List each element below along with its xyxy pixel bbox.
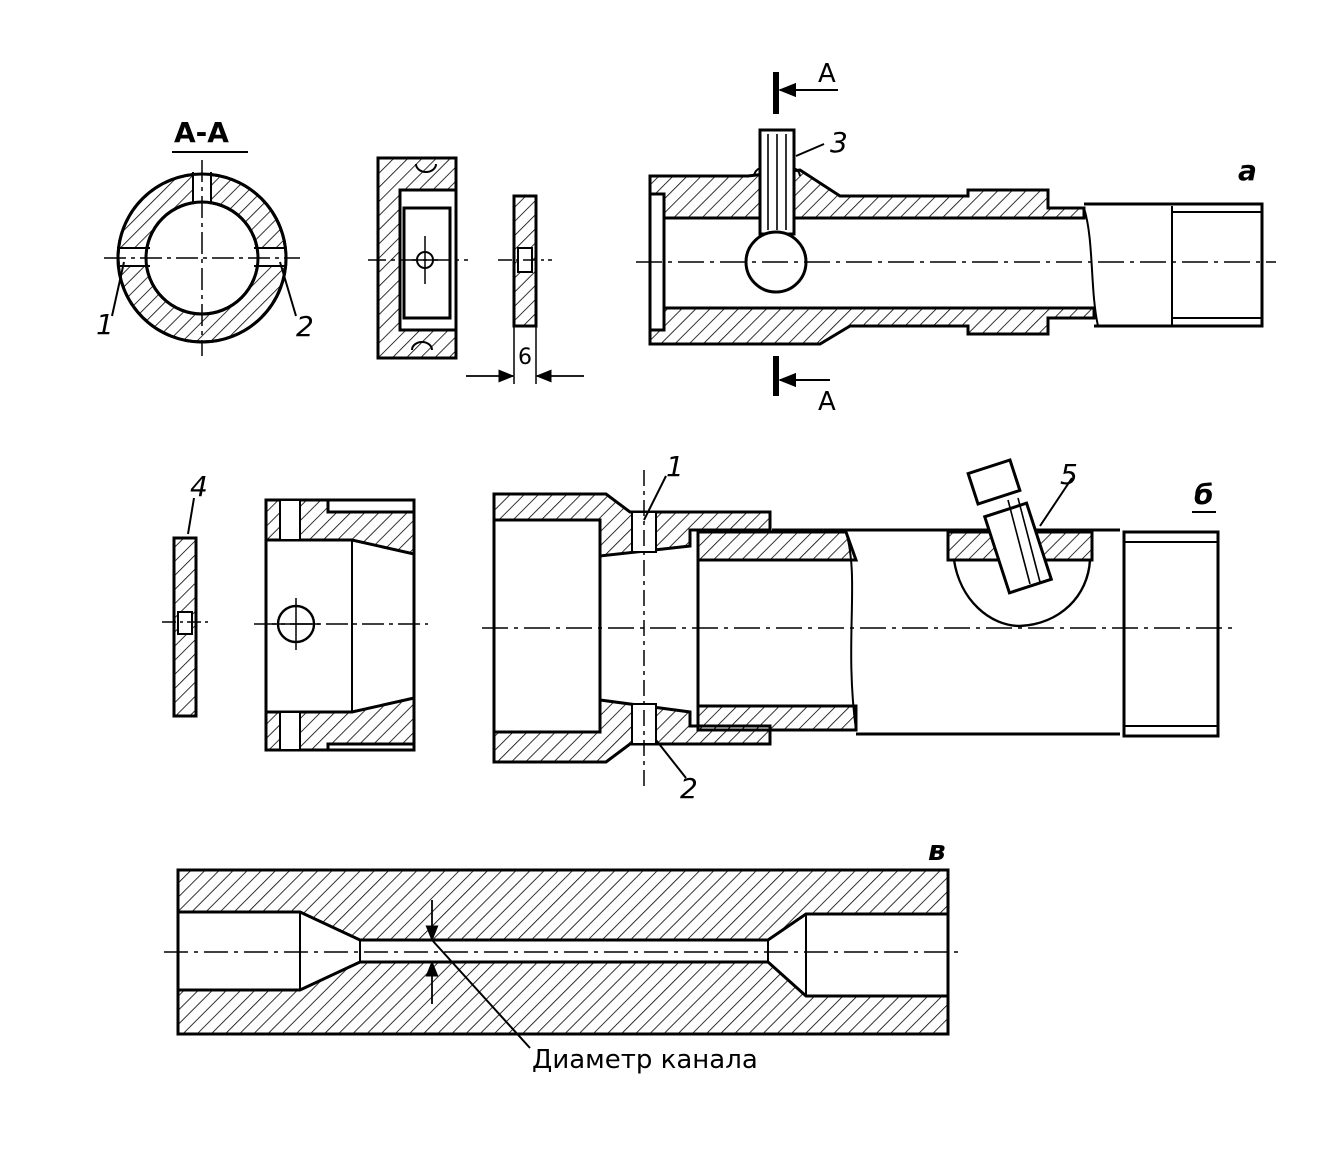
section-mark-bottom-letter: А: [818, 387, 836, 417]
view-label-a: а: [1238, 154, 1257, 187]
view-b-tube-lower: [696, 704, 858, 732]
view-a-lower-wall: [648, 306, 1096, 346]
section-a-a-view: А-А 1 2: [96, 116, 314, 356]
callout-2-assembly: 2: [680, 772, 698, 805]
view-a-upper-wall: [648, 168, 1086, 220]
nozzle-upper-wall: [176, 868, 950, 942]
callout-3: 3: [830, 126, 848, 159]
section-a-a-title: А-А: [174, 116, 229, 149]
callout-1-section: 1: [96, 308, 114, 341]
view-b-tube-upper: [696, 530, 859, 562]
taper-bushing-view: [254, 498, 428, 752]
view-v-nozzle: Диаметр канала в: [164, 834, 962, 1075]
plate-4-view: 4: [162, 470, 208, 718]
callout-2-section: 2: [296, 310, 314, 343]
cup-part-view: [368, 156, 468, 360]
plate-part-view: 6: [466, 194, 584, 384]
ring-channel-left: [120, 248, 150, 266]
view-label-v: в: [928, 834, 946, 867]
channel-caption: Диаметр канала: [532, 1045, 758, 1075]
nozzle-lower-wall: [176, 960, 950, 1036]
callout-1-assembly: 1: [666, 450, 684, 483]
view-b-threaded-end: [1122, 530, 1220, 738]
section-mark-top-letter: А: [818, 59, 836, 89]
callout-5: 5: [1060, 458, 1078, 491]
view-a-assembly: А А 3 а: [636, 59, 1276, 417]
callout-4: 4: [190, 470, 208, 503]
view-label-b: б: [1194, 478, 1214, 511]
plate-dimension-label: 6: [518, 345, 532, 370]
view-b-assembly: 5 1 2 б: [482, 450, 1232, 805]
ring-channel-right: [254, 248, 286, 266]
clamp-screw-5: [982, 501, 1054, 595]
